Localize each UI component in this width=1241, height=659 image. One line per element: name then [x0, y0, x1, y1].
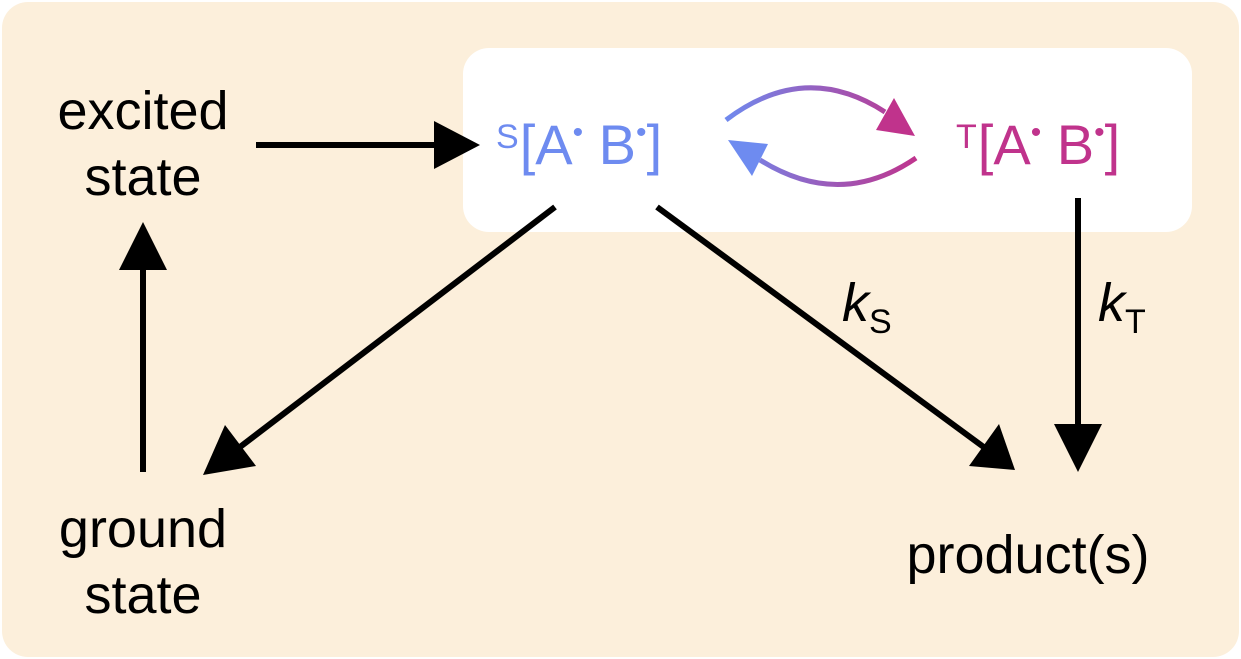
rate-kt-subscript: T	[1125, 303, 1146, 341]
triplet-spin-label: T	[956, 118, 977, 156]
arrow-triplet-to-product	[1054, 198, 1102, 472]
arrow-isc-singlet-to-triplet	[724, 85, 915, 136]
triplet-radical-dot-b: •	[1094, 116, 1105, 149]
excited-state-line1: excited	[57, 81, 229, 141]
excited-state-line2: state	[84, 147, 202, 207]
triplet-radical-pair: T[A• B•]	[956, 112, 1120, 188]
singlet-mid: B	[583, 113, 637, 176]
singlet-radical-pair: S[A• B•]	[496, 112, 662, 188]
singlet-body: [A	[519, 113, 573, 176]
arrow-singlet-to-ground	[203, 204, 557, 475]
ground-state-label: ground state	[30, 496, 256, 628]
arrow-singlet-to-product	[655, 204, 1015, 470]
radical-pair-box	[463, 48, 1192, 232]
triplet-close: ]	[1104, 113, 1121, 176]
triplet-radical-dot-a: •	[1030, 116, 1042, 149]
triplet-body: [A	[977, 113, 1031, 176]
rate-ks-subscript: S	[869, 303, 892, 341]
singlet-radical-dot-a: •	[572, 116, 584, 149]
singlet-close: ]	[646, 113, 663, 176]
triplet-mid: B	[1041, 113, 1095, 176]
ground-state-line2: state	[84, 565, 202, 625]
rate-ks-label: kS	[842, 270, 892, 343]
rate-ks-symbol: k	[842, 273, 869, 333]
excited-state-label: excited state	[30, 78, 256, 210]
singlet-radical-dot-b: •	[636, 116, 647, 149]
ground-state-line1: ground	[58, 499, 228, 559]
rate-kt-label: kT	[1098, 270, 1146, 343]
arrow-excited-to-singlet	[256, 121, 480, 169]
product-label: product(s)	[906, 525, 1150, 585]
arrow-ground-to-excited	[119, 222, 167, 472]
singlet-spin-label: S	[496, 118, 519, 156]
rate-kt-symbol: k	[1098, 273, 1125, 333]
arrow-isc-triplet-to-singlet	[728, 140, 918, 187]
